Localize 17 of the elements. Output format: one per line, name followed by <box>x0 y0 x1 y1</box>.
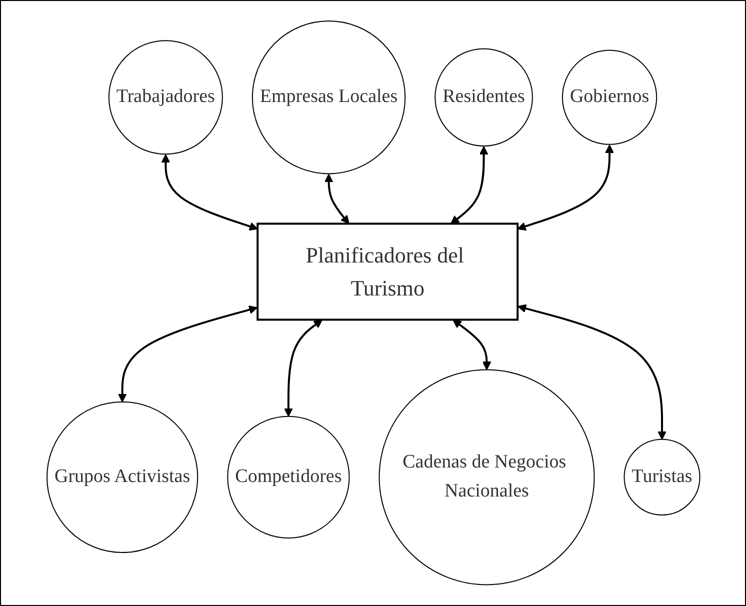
arrow <box>160 154 258 231</box>
node-circle: Residentes <box>434 48 533 147</box>
node-circle: Empresas Locales <box>252 20 406 174</box>
arrow <box>517 304 666 440</box>
arrow <box>324 174 349 224</box>
arrow <box>516 144 614 231</box>
node-circle: Trabajadores <box>108 40 222 155</box>
arrow <box>452 320 491 370</box>
arrow <box>450 146 488 224</box>
node-circle: Cadenas de Negocios Nacionales <box>378 369 594 586</box>
node-circle: Competidores <box>226 416 350 539</box>
arrow <box>118 306 258 402</box>
node-circle: Turistas <box>623 439 700 516</box>
arrow <box>284 320 322 417</box>
node-circle: Gobiernos <box>562 50 657 146</box>
node-circle: Grupos Activistas <box>46 402 198 554</box>
node-box: Planificadores del Turismo <box>256 222 518 321</box>
